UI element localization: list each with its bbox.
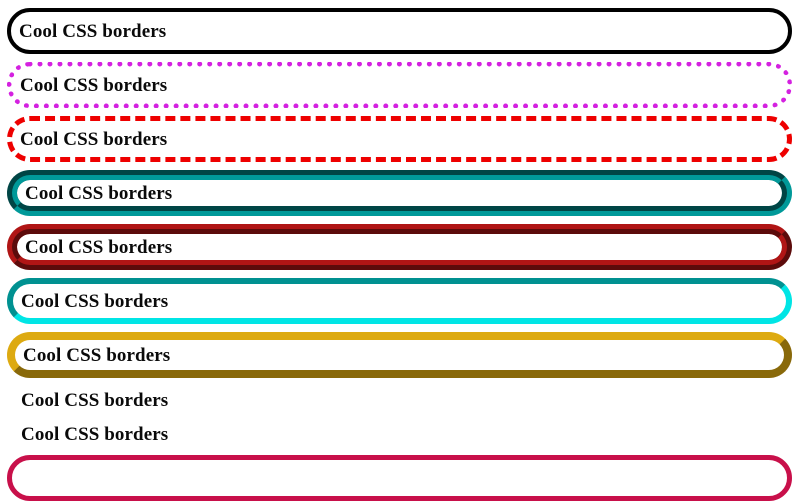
border-demo-label: Cool CSS borders bbox=[25, 182, 173, 204]
border-demo-label: Cool CSS borders bbox=[20, 74, 168, 96]
border-demo-hidden: Cool CSS borders bbox=[7, 420, 792, 448]
border-demo-dashed: Cool CSS borders bbox=[7, 116, 792, 162]
border-demo-ridge: Cool CSS borders bbox=[7, 224, 792, 270]
border-demo-label: Cool CSS borders bbox=[19, 20, 167, 42]
border-demo-label: Cool CSS borders bbox=[25, 236, 173, 258]
border-demo-clipped bbox=[7, 455, 792, 501]
border-demo-label: Cool CSS borders bbox=[21, 290, 169, 312]
border-demo-groove: Cool CSS borders bbox=[7, 170, 792, 216]
border-demo-dotted: Cool CSS borders bbox=[7, 62, 792, 108]
border-demo-label: Cool CSS borders bbox=[21, 389, 169, 411]
border-demo-outset: Cool CSS borders bbox=[7, 332, 792, 378]
border-demo-label: Cool CSS borders bbox=[20, 128, 168, 150]
border-demo-label: Cool CSS borders bbox=[21, 423, 169, 445]
page-root: Cool CSS borders Cool CSS borders Cool C… bbox=[0, 8, 800, 501]
border-demo-inset: Cool CSS borders bbox=[7, 278, 792, 324]
border-demo-none: Cool CSS borders bbox=[7, 386, 792, 414]
border-demo-label: Cool CSS borders bbox=[23, 344, 171, 366]
border-demo-solid: Cool CSS borders bbox=[7, 8, 792, 54]
